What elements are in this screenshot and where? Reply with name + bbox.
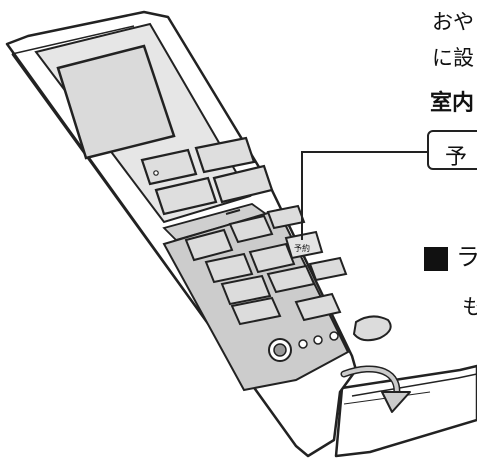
callout-line <box>301 151 427 240</box>
square-bullet-icon <box>424 247 448 271</box>
section-title: ラ <box>456 243 477 271</box>
small-dot-icon <box>153 170 159 176</box>
dial-and-lights <box>268 331 339 362</box>
lower-buttons <box>184 204 348 326</box>
section-body-text: も <box>462 295 477 319</box>
button-label-text: 予 <box>445 145 468 170</box>
button-label-box: 予 <box>427 130 477 170</box>
intro-text-line2: に設 <box>432 46 474 70</box>
timer-button: 予約 <box>284 230 324 260</box>
oval-button <box>352 315 392 342</box>
svg-text:予約: 予約 <box>294 243 310 253</box>
remote-lid <box>334 364 477 458</box>
intro-text-line1: おや <box>432 10 474 34</box>
remote-display <box>56 44 176 160</box>
curved-arrow-icon <box>340 365 411 413</box>
section-heading: 室内 <box>430 91 475 116</box>
